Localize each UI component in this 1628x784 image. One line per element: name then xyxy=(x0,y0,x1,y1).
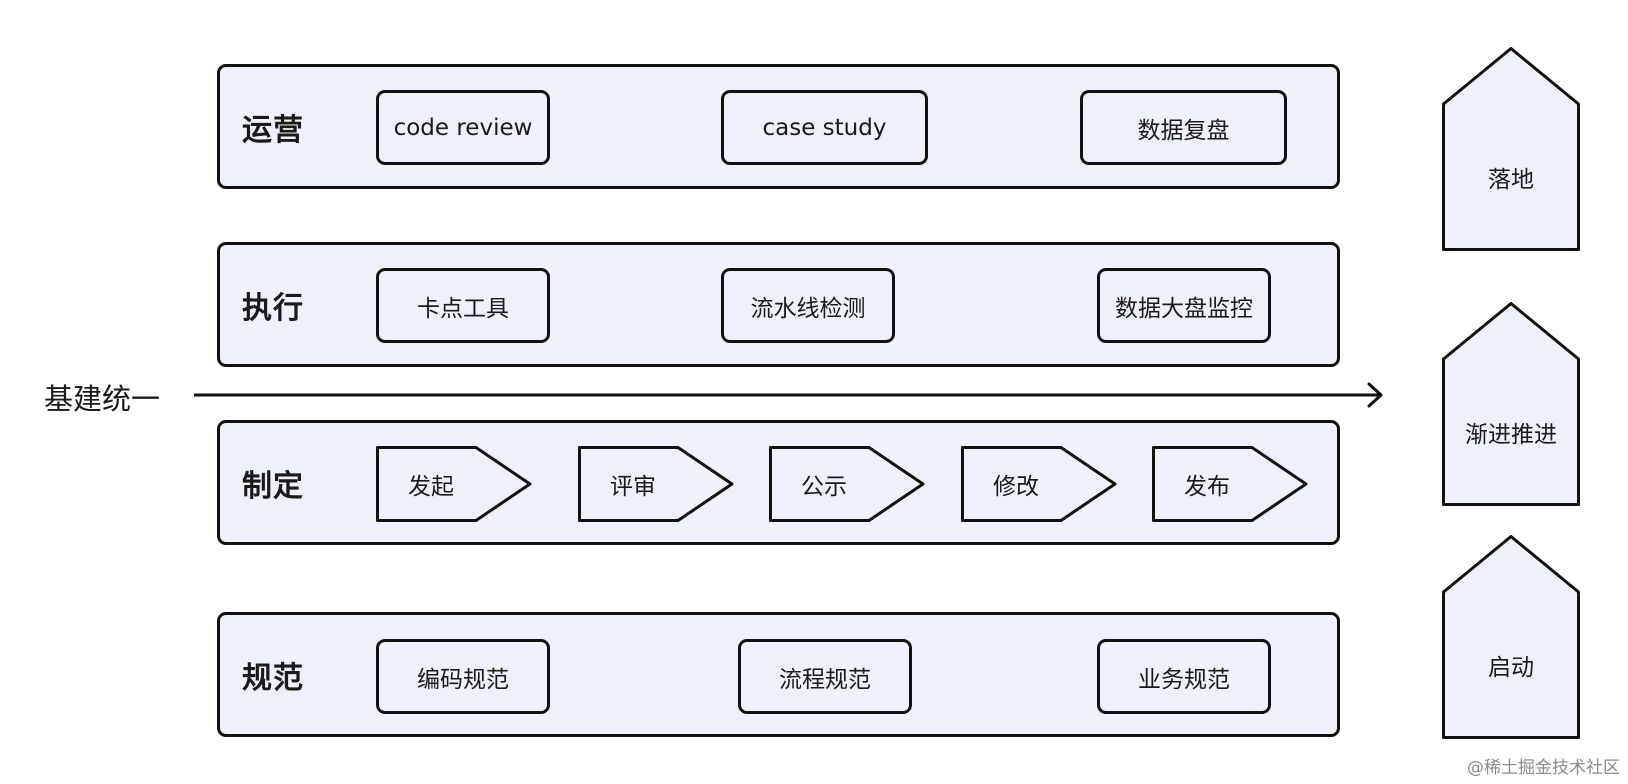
band-label-ops: 运营 xyxy=(242,112,304,148)
step-review-label: 评审 xyxy=(610,474,656,500)
band-spec: 规范 编码规范 流程规范 业务规范 xyxy=(217,612,1340,737)
band-ops: 运营 code review case study 数据复盘 xyxy=(217,64,1340,189)
box-coding-spec: 编码规范 xyxy=(376,639,550,714)
band-define: 制定 发起 评审 公示 修改 发布 xyxy=(217,420,1340,545)
band-label-exec: 执行 xyxy=(242,290,304,326)
step-publicize-label: 公示 xyxy=(801,474,847,500)
stage-landing-label: 落地 xyxy=(1488,167,1534,193)
step-review: 评审 xyxy=(578,446,734,522)
box-case-study: case study xyxy=(721,90,928,165)
band-exec: 执行 卡点工具 流水线检测 数据大盘监控 xyxy=(217,242,1340,367)
step-revise: 修改 xyxy=(961,446,1117,522)
step-initiate-label: 发起 xyxy=(408,474,454,500)
box-business-spec: 业务规范 xyxy=(1097,639,1271,714)
box-process-spec: 流程规范 xyxy=(738,639,912,714)
box-code-review: code review xyxy=(376,90,550,165)
stage-progressive-label: 渐进推进 xyxy=(1465,422,1557,448)
stage-landing: 落地 xyxy=(1442,47,1580,251)
box-checkpoint-tool: 卡点工具 xyxy=(376,268,550,343)
box-dashboard-monitor: 数据大盘监控 xyxy=(1097,268,1271,343)
step-initiate: 发起 xyxy=(376,446,532,522)
stage-launch: 启动 xyxy=(1442,535,1580,739)
step-release-label: 发布 xyxy=(1184,474,1230,500)
box-data-review: 数据复盘 xyxy=(1080,90,1287,165)
axis-label: 基建统一 xyxy=(44,382,161,416)
band-label-define: 制定 xyxy=(242,468,304,504)
step-revise-label: 修改 xyxy=(993,474,1039,500)
watermark: @稀土掘金技术社区 xyxy=(1467,758,1620,778)
step-release: 发布 xyxy=(1152,446,1308,522)
box-pipeline-check: 流水线检测 xyxy=(721,268,895,343)
stage-progressive: 渐进推进 xyxy=(1442,302,1580,506)
band-label-spec: 规范 xyxy=(242,660,304,696)
stage-launch-label: 启动 xyxy=(1488,655,1534,681)
step-publicize: 公示 xyxy=(769,446,925,522)
